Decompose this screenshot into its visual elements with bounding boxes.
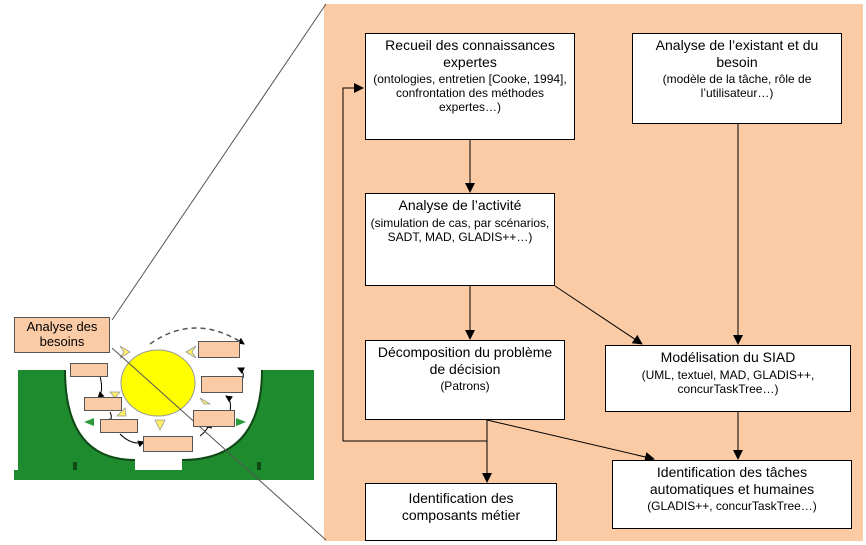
box-analyse-activite: Analyse de l’activité (simulation de cas… (365, 193, 555, 286)
arrow-activite-modelisation (554, 285, 643, 345)
box-existant-subtitle: (modèle de la tâche, rôle de l’utilisate… (662, 72, 812, 101)
machine-left-shadow (64, 369, 136, 461)
box-taches-title: Identification des tâches automatiques e… (649, 464, 815, 497)
machine-right-shadow (181, 369, 263, 461)
mini-box (198, 341, 240, 358)
box-existant-title: Analyse de l’existant et du besoin (655, 37, 819, 70)
zoom-line-top (111, 3, 327, 321)
box-analyse-existant: Analyse de l’existant et du besoin (modè… (632, 33, 842, 124)
box-taches-subtitle: (GLADIS++, concurTaskTree…) (647, 499, 817, 514)
mini-box (100, 419, 138, 433)
box-recueil-title: Recueil des connaissances expertes (385, 37, 555, 70)
mini-box (143, 436, 193, 452)
machine-illustration (14, 327, 314, 480)
machine-right-arm (182, 370, 314, 470)
mini-box (70, 363, 108, 377)
zoom-line-bottom (111, 347, 327, 541)
box-decomposition-title: Décomposition du problème de décision (377, 344, 553, 377)
box-decomposition: Décomposition du problème de décision (P… (365, 340, 565, 420)
center-circle (120, 349, 196, 417)
feedback-loop-arrow (342, 83, 487, 442)
mini-box (193, 410, 235, 427)
callout-line-2: besoins (39, 333, 85, 349)
box-modelisation-title: Modélisation du SIAD (660, 349, 796, 365)
recycle-arrow (149, 327, 245, 345)
machine-left-arm (18, 370, 135, 470)
small-yellow-arrows (109, 345, 212, 431)
box-modelisation-subtitle: (UML, textuel, MAD, GLADIS++, concurTask… (641, 367, 815, 396)
small-green-arrows (84, 418, 246, 426)
box-composants-metier: Identification des composants métier (365, 483, 557, 541)
box-modelisation-siad: Modélisation du SIAD (UML, textuel, MAD,… (605, 345, 851, 412)
analyse-besoins-callout: Analyse des besoins (14, 317, 110, 353)
machine-base-bar (14, 470, 314, 480)
machine-right-post (257, 462, 261, 470)
box-identification-taches: Identification des tâches automatiques e… (612, 460, 852, 529)
callout-line-1: Analyse des (26, 319, 98, 334)
mini-box (84, 397, 122, 411)
box-recueil-connaissances: Recueil des connaissances expertes (onto… (365, 33, 575, 140)
mini-box (201, 376, 243, 393)
box-recueil-subtitle: (ontologies, entretien [Cooke, 1994], co… (373, 72, 567, 115)
box-activite-subtitle: (simulation de cas, par scénarios, SADT,… (370, 215, 550, 244)
machine-left-post (73, 462, 77, 470)
box-composants-title: Identification des composants métier (401, 490, 521, 523)
box-activite-title: Analyse de l’activité (398, 197, 522, 213)
arrow-decomposition-taches (486, 419, 655, 462)
box-decomposition-subtitle: (Patrons) (440, 379, 490, 394)
